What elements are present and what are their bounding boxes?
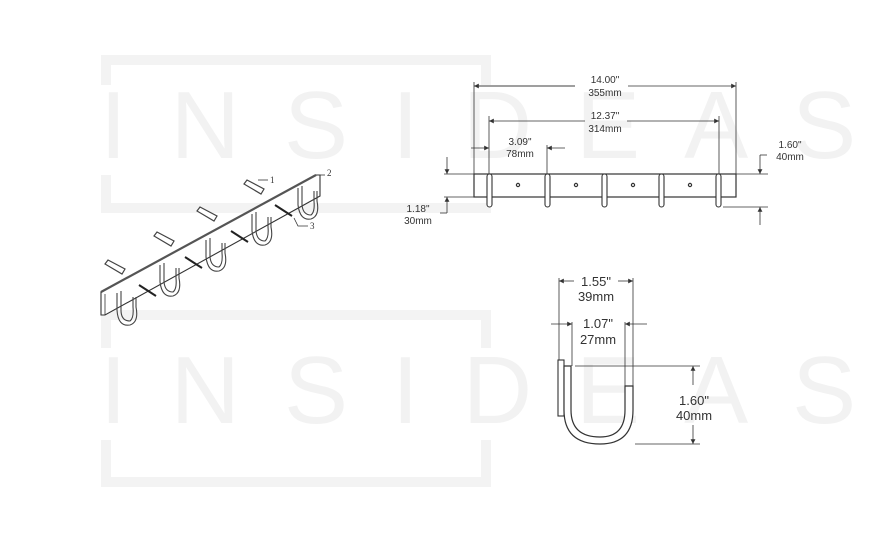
overall-length-mm: 355mm bbox=[588, 88, 621, 99]
hook-1 bbox=[116, 291, 138, 326]
callout-3: 3 bbox=[310, 221, 315, 231]
plate-height-in: 1.18" bbox=[406, 204, 429, 215]
hook-2 bbox=[159, 263, 181, 297]
anchor-1 bbox=[104, 259, 126, 275]
hook-5 bbox=[297, 186, 319, 220]
side-plate bbox=[557, 359, 565, 417]
front-hooks bbox=[486, 173, 722, 208]
screw-4 bbox=[274, 204, 293, 217]
plate-height-mm: 30mm bbox=[404, 216, 432, 227]
watermark-frame-bottom bbox=[101, 310, 491, 487]
hook-spacing-mm: 78mm bbox=[506, 149, 534, 160]
hooks bbox=[116, 186, 319, 326]
front-holes bbox=[515, 182, 693, 188]
hook-outer-width-mm: 39mm bbox=[578, 289, 614, 304]
hook-drop-in: 1.60" bbox=[778, 140, 801, 151]
hook-height-in: 1.60" bbox=[679, 393, 709, 408]
hook-3 bbox=[205, 238, 227, 272]
overall-length-in: 14.00" bbox=[591, 75, 620, 86]
callouts: 1 2 3 bbox=[258, 168, 332, 231]
hook-span-in: 12.37" bbox=[591, 111, 620, 122]
side-hook bbox=[563, 365, 634, 445]
screw-1 bbox=[138, 284, 157, 297]
hook-inner-width-mm: 27mm bbox=[580, 332, 616, 347]
hook-outer-width-in: 1.55" bbox=[581, 274, 611, 289]
screw-2 bbox=[184, 256, 203, 269]
wall-anchors bbox=[104, 179, 265, 275]
hook-height-mm: 40mm bbox=[676, 408, 712, 423]
screw-3 bbox=[230, 230, 249, 243]
hook-inner-width-in: 1.07" bbox=[583, 316, 613, 331]
watermark-text-top: INSIDEAST bbox=[100, 72, 887, 179]
hook-span-mm: 314mm bbox=[588, 124, 621, 135]
hook-drop-mm: 40mm bbox=[776, 152, 804, 163]
hook-4 bbox=[251, 212, 273, 246]
anchor-3 bbox=[196, 206, 218, 222]
anchor-2 bbox=[153, 231, 175, 247]
watermark-text-bottom: INSIDEAST bbox=[100, 337, 887, 444]
callout-1: 1 bbox=[270, 175, 275, 185]
callout-2: 2 bbox=[327, 168, 332, 178]
hook-spacing-in: 3.09" bbox=[508, 137, 531, 148]
screws bbox=[138, 204, 293, 297]
anchor-4 bbox=[243, 179, 265, 195]
